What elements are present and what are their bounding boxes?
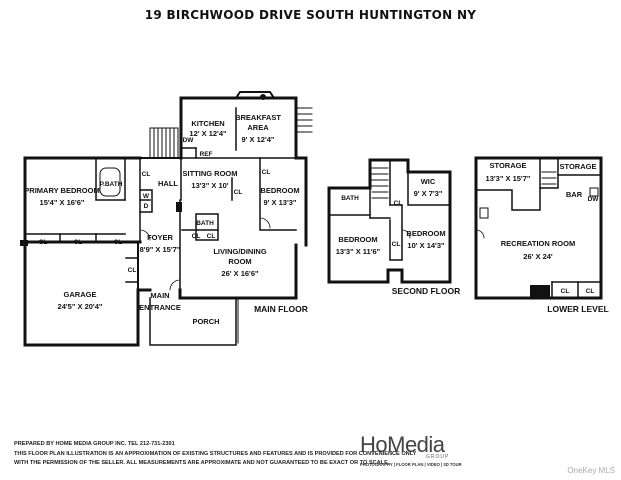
main-stairs: [149, 127, 179, 159]
logo-group-text: GROUP: [426, 454, 450, 460]
sitting-closet-label: CL: [234, 189, 243, 196]
recreation-room-dims: 26' X 24': [523, 252, 553, 261]
lower-stairs: [541, 171, 557, 185]
second-bedroom-2-dims: 10' X 14'3": [407, 241, 445, 250]
primary-bedroom-label: PRIMARY BEDROOM: [24, 186, 99, 195]
kitchen-dims: 12' X 12'4": [189, 129, 227, 138]
lower-dw-label: DW: [588, 196, 600, 203]
second-floor: [327, 158, 452, 284]
second-bedroom-2-label: BEDROOM: [406, 229, 445, 238]
recreation-room-label: RECREATION ROOM: [501, 239, 575, 248]
garage-closet-label: CL: [128, 267, 137, 274]
sitting-room-dims: 13'3" X 10': [191, 181, 228, 190]
hall-closet-label: CL: [142, 171, 151, 178]
second-closet-1-label: CL: [394, 200, 403, 207]
primary-closet-3-label: CL: [114, 239, 123, 246]
garage-label: GARAGE: [64, 290, 97, 299]
main-entrance-label-2: ENTRANCE: [139, 303, 181, 312]
primary-closet-1-label: CL: [39, 239, 48, 246]
lower-closet-1-label: CL: [561, 288, 570, 295]
lower-level: [474, 156, 603, 300]
mls-watermark: OneKey MLS: [567, 466, 615, 475]
bath-label: BATH: [196, 220, 214, 227]
dishwasher-label: DW: [183, 137, 195, 144]
storage-2-label: STORAGE: [560, 162, 597, 171]
plan-title: 19 BIRCHWOOD DRIVE SOUTH HUNTINGTON NY: [144, 8, 477, 22]
second-closet-2-label: CL: [392, 241, 401, 248]
second-floor-interior: [328, 159, 451, 261]
second-bath-label: BATH: [341, 195, 359, 202]
primary-closet-2-label: CL: [74, 239, 83, 246]
wic-dims: 9' X 7'3": [414, 189, 443, 198]
hall-label: HALL: [158, 179, 178, 188]
bar-label: BAR: [566, 190, 583, 199]
furnace-mark: [530, 285, 550, 298]
lower-closet-2-label: CL: [586, 288, 595, 295]
main-entrance-label: MAIN: [150, 291, 169, 300]
footer-disclaimer-2: WITH THE PERMISSION OF THE SELLER. ALL M…: [14, 460, 390, 466]
second-bedroom-1-label: BEDROOM: [338, 235, 377, 244]
second-stairs: [371, 167, 389, 199]
storage-1-label: STORAGE: [490, 161, 527, 170]
breakfast-dims: 9' X 12'4": [242, 135, 275, 144]
breakfast-label: BREAKFAST: [235, 113, 281, 122]
main-floor-caption: MAIN FLOOR: [254, 304, 308, 314]
footer-disclaimer-1: THIS FLOOR PLAN ILLUSTRATION IS AN APPRO…: [14, 451, 417, 457]
sitting-room-label: SITTING ROOM: [183, 169, 238, 178]
lower-level-caption: LOWER LEVEL: [547, 304, 608, 314]
second-floor-caption: SECOND FLOOR: [392, 286, 460, 296]
bath-closet-1-label: CL: [192, 233, 201, 240]
washer-label: W: [143, 193, 150, 200]
porch-label: PORCH: [192, 317, 219, 326]
living-dining-dims: 26' X 16'6": [221, 269, 259, 278]
exterior-stairs-top: [295, 107, 313, 133]
foyer-dims: 8'9" X 15'7": [140, 245, 181, 254]
living-dining-label-2: ROOM: [228, 257, 251, 266]
foyer-label: FOYER: [147, 233, 173, 242]
primary-bedroom-dims: 15'4" X 16'6": [40, 198, 85, 207]
door-swings: [139, 217, 485, 291]
lower-level-interior: [475, 157, 602, 299]
bedroom-label: BEDROOM: [260, 186, 299, 195]
second-bedroom-1-dims: 13'3" X 11'6": [336, 247, 381, 256]
tub-icon: [99, 167, 121, 197]
bath-closet-2-label: CL: [207, 233, 216, 240]
footer-prepared-by: PREPARED BY HOME MEDIA GROUP INC. TEL 21…: [14, 441, 175, 447]
bedroom-closet-label: CL: [262, 169, 271, 176]
living-dining-label: LIVING/DINING: [213, 247, 267, 256]
refrigerator-label: REF: [200, 151, 213, 158]
wic-label: WIC: [421, 177, 436, 186]
logo-wordmark: HoMedia: [360, 432, 445, 457]
chimney-mark: [176, 202, 182, 212]
logo-tagline: PHOTOGRAPHY | FLOOR PLAN | VIDEO | 3D TO…: [360, 462, 462, 467]
primary-bath-label: P.BATH: [100, 181, 123, 188]
dryer-label: D: [144, 203, 149, 210]
bedroom-dims: 9' X 13'3": [264, 198, 297, 207]
main-floor-interior: [24, 107, 297, 291]
garage-dims: 24'5" X 20'4": [58, 302, 103, 311]
kitchen-label: KITCHEN: [191, 119, 224, 128]
storage-1-dims: 13'3" X 15'7": [486, 174, 531, 183]
homedia-logo: HoMedia GROUP PHOTOGRAPHY | FLOOR PLAN |…: [360, 432, 462, 474]
breakfast-label-2: AREA: [247, 123, 269, 132]
